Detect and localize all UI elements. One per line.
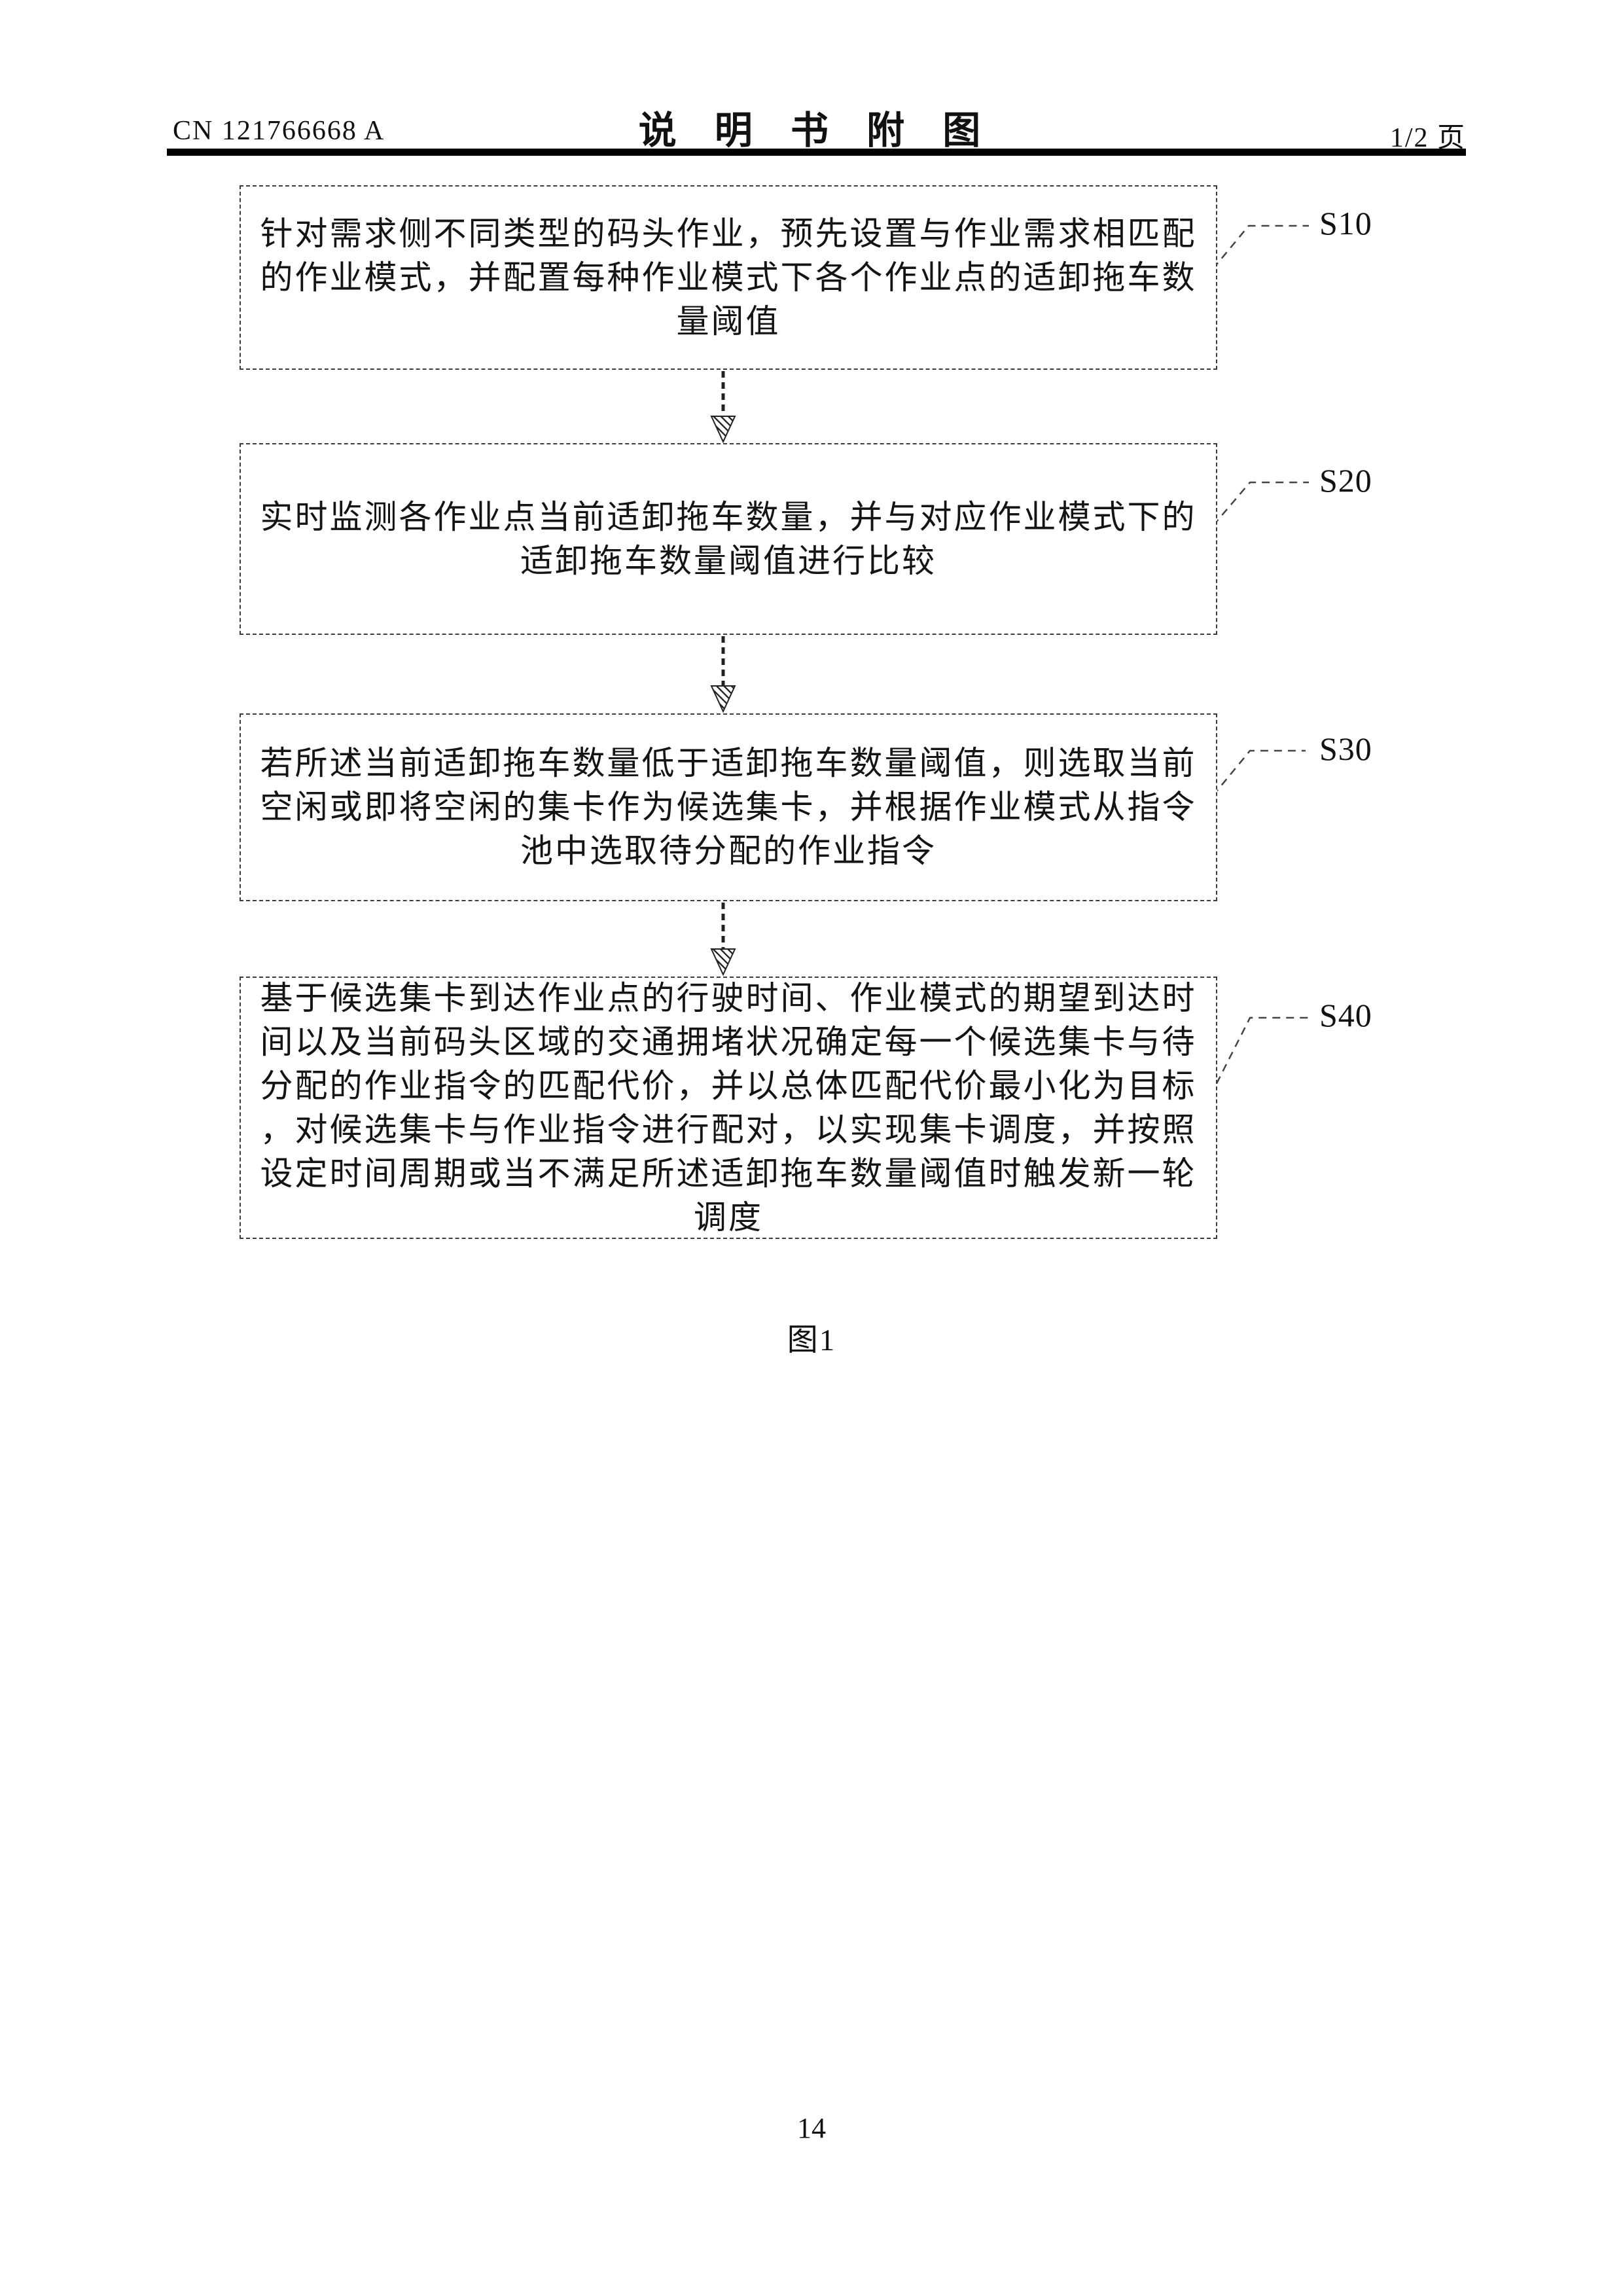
leader-line-s10	[1204, 224, 1309, 280]
page-number: 14	[797, 2112, 826, 2144]
step-label-s10: S10	[1319, 204, 1372, 242]
flow-arrow-1	[710, 371, 736, 444]
flow-step-box-s20: 实时监测各作业点当前适卸拖车数量，并与对应作业模式下的适卸拖车数量阈值进行比较	[240, 443, 1217, 635]
text-line: 基于候选集卡到达作业点的行驶时间、作业模式的期望到达时	[260, 979, 1197, 1016]
header-rule	[167, 149, 1466, 156]
step-label-s20: S20	[1319, 461, 1372, 499]
text-line: 若所述当前适卸拖车数量低于适卸拖车数量阈值，则选取当前	[260, 745, 1197, 781]
text-line: ，对候选集卡与作业指令进行配对，以实现集卡调度，并按照	[260, 1111, 1197, 1148]
flow-step-box-s30: 若所述当前适卸拖车数量低于适卸拖车数量阈值，则选取当前空闲或即将空闲的集卡作为候…	[240, 713, 1217, 901]
leader-line-s30	[1204, 749, 1306, 807]
text-line: 实时监测各作业点当前适卸拖车数量，并与对应作业模式下的	[260, 498, 1197, 535]
text-line: 针对需求侧不同类型的码头作业，预先设置与作业需求相匹配	[260, 215, 1197, 252]
flow-arrow-2	[710, 636, 736, 713]
text-line: 分配的作业指令的匹配代价，并以总体匹配代价最小化为目标	[260, 1067, 1197, 1104]
text-line: 池中选取待分配的作业指令	[520, 833, 936, 869]
text-line: 量阈值	[676, 302, 781, 340]
flow-step-box-s10: 针对需求侧不同类型的码头作业，预先设置与作业需求相匹配的作业模式，并配置每种作业…	[240, 185, 1217, 370]
text-line: 的作业模式，并配置每种作业模式下各个作业点的适卸拖车数	[260, 259, 1197, 296]
document-number: CN 121766668 A	[173, 116, 385, 146]
leader-line-s40	[1203, 1016, 1309, 1109]
text-line: 设定时间周期或当不满足所述适卸拖车数量阈值时触发新一轮	[260, 1155, 1197, 1192]
flow-step-box-s40: 基于候选集卡到达作业点的行驶时间、作业模式的期望到达时间以及当前码头区域的交通拥…	[240, 977, 1217, 1239]
leader-line-s20	[1204, 481, 1309, 537]
text-line: 间以及当前码头区域的交通拥堵状况确定每一个候选集卡与待	[260, 1023, 1197, 1060]
step-label-s30: S30	[1319, 730, 1372, 767]
text-line: 空闲或即将空闲的集卡作为候选集卡，并根据作业模式从指令	[260, 789, 1197, 825]
text-line: 调度	[694, 1198, 763, 1236]
text-line: 适卸拖车数量阈值进行比较	[520, 542, 936, 579]
flow-arrow-3	[710, 903, 736, 977]
sheet-title: 说 明 书 附 图	[638, 109, 985, 152]
sheet-page-indicator: 1/2 页	[1389, 123, 1466, 153]
figure-caption: 图1	[787, 1323, 836, 1357]
step-label-s40: S40	[1319, 996, 1372, 1033]
